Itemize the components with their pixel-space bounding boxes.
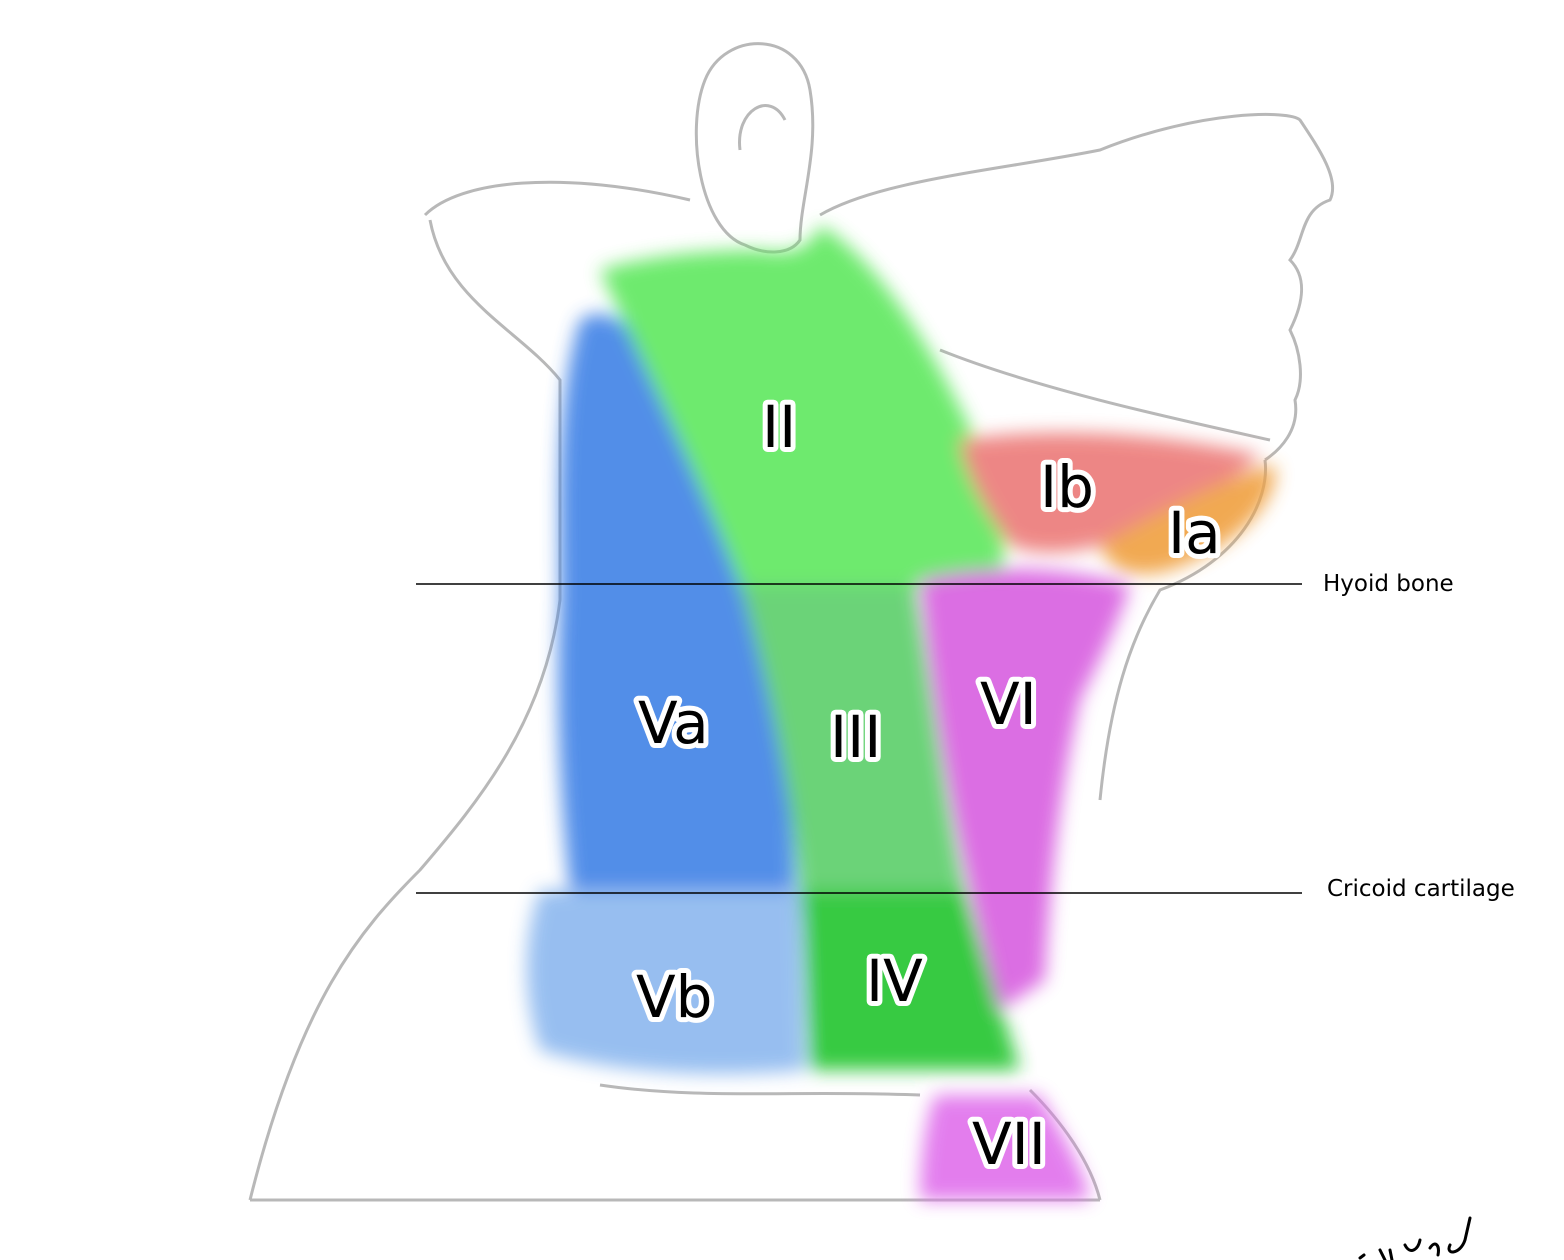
level-ia-region bbox=[1100, 465, 1276, 574]
level-ia-label: Ia bbox=[1168, 499, 1221, 567]
level-vb-region bbox=[526, 890, 805, 1074]
level-ii-label: II bbox=[762, 393, 796, 461]
cricoid-label: Cricoid cartilage bbox=[1327, 876, 1515, 902]
level-vi-label: VI bbox=[980, 670, 1037, 738]
hyoid-label: Hyoid bone bbox=[1323, 571, 1454, 597]
level-iii-region bbox=[740, 585, 965, 890]
level-ib-label: Ib bbox=[1040, 453, 1094, 521]
head-back-outline bbox=[248, 180, 691, 1201]
level-vii-region bbox=[920, 1095, 1090, 1200]
ear-icon bbox=[694, 42, 815, 254]
level-va-label: Va bbox=[638, 689, 709, 757]
level-iii-label: III bbox=[830, 703, 881, 771]
level-vii-label: VII bbox=[972, 1110, 1046, 1178]
level-va-region bbox=[558, 313, 795, 891]
signature bbox=[1358, 1216, 1472, 1260]
level-iv-label: IV bbox=[866, 947, 923, 1015]
level-ib-region bbox=[960, 432, 1260, 553]
face-outline bbox=[819, 112, 1335, 462]
level-ii-region bbox=[600, 225, 1004, 585]
level-iv-region bbox=[800, 890, 1020, 1070]
level-vi-region bbox=[920, 569, 1130, 1010]
level-vb-label: Vb bbox=[636, 963, 713, 1031]
